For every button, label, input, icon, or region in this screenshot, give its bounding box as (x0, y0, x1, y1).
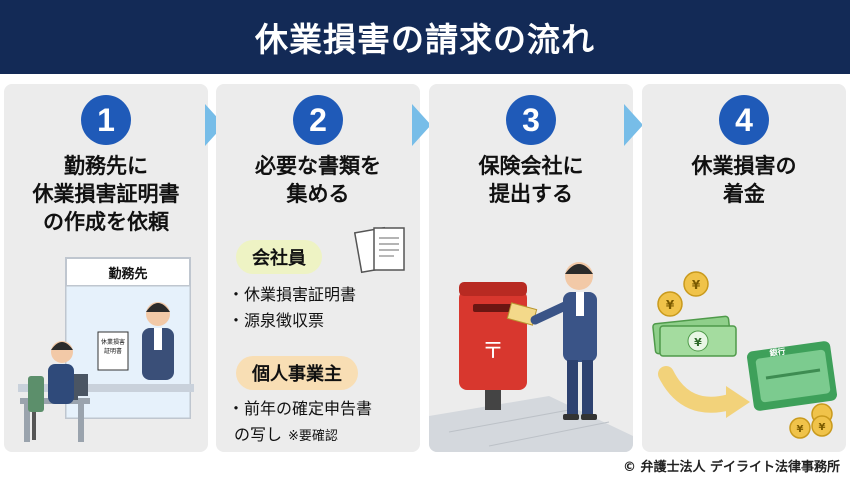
step-title: 保険会社に 提出する (478, 154, 584, 206)
step-number: 1 (81, 95, 131, 145)
svg-text:¥: ¥ (694, 336, 702, 349)
step-title: 休業損害の 着金 (691, 154, 797, 206)
step-2-card: 2 必要な書類を 集める 会社員 休業損害証明書 源泉徴収票 個人事業主 前年の… (216, 84, 420, 452)
svg-text:証明書: 証明書 (104, 347, 122, 355)
list-item: 前年の確定申告書 (228, 396, 372, 422)
step-title: 勤務先に 休業損害証明書 の作成を依頼 (32, 154, 180, 234)
employee-label: 会社員 (236, 240, 322, 274)
owner-document-list: 前年の確定申告書 の写し※要確認 (228, 396, 372, 450)
office-illustration: 勤務先 休業損害 証明書 (18, 257, 194, 442)
step-1-card: 1 勤務先に 休業損害証明書 の作成を依頼 勤務先 休業損害 証明書 (4, 84, 208, 452)
money-bank-book-illustration: ¥ ¥ ¥ 銀行 ¥ ¥ (652, 271, 837, 439)
step-number: 2 (293, 95, 343, 145)
list-item: 源泉徴収票 (228, 308, 356, 334)
office-sign: 勤務先 (108, 266, 147, 281)
step-number: 4 (719, 95, 769, 145)
header-banner: 休業損害の請求の流れ (0, 0, 850, 74)
list-item-continuation: の写し※要確認 (234, 425, 338, 444)
svg-text:¥: ¥ (692, 278, 701, 292)
page-title: 休業損害の請求の流れ (255, 20, 595, 59)
documents-icon (354, 226, 405, 274)
bank-label: 銀行 (768, 346, 786, 358)
svg-text:¥: ¥ (797, 424, 804, 435)
step-4-card: 4 休業損害の 着金 ¥ ¥ ¥ 銀行 ¥ ¥ (642, 84, 846, 452)
mailbox-illustration: 〒 (429, 262, 633, 452)
svg-text:¥: ¥ (666, 298, 675, 312)
svg-text:〒: 〒 (482, 339, 504, 364)
employee-document-list: 休業損害証明書 源泉徴収票 (228, 282, 356, 334)
svg-text:¥: ¥ (819, 422, 826, 433)
step-title: 必要な書類を 集める (255, 154, 381, 206)
step-3-card: 3 保険会社に 提出する 〒 (429, 84, 633, 452)
svg-text:休業損害: 休業損害 (101, 338, 125, 346)
note-text: ※要確認 (288, 429, 338, 444)
flow-arrow (624, 104, 643, 146)
flow-arrow (412, 104, 431, 146)
step-number: 3 (506, 95, 556, 145)
list-item: 休業損害証明書 (228, 282, 356, 308)
owner-label: 個人事業主 (236, 356, 358, 390)
copyright-text: © 弁護士法人 デイライト法律事務所 (622, 460, 840, 475)
